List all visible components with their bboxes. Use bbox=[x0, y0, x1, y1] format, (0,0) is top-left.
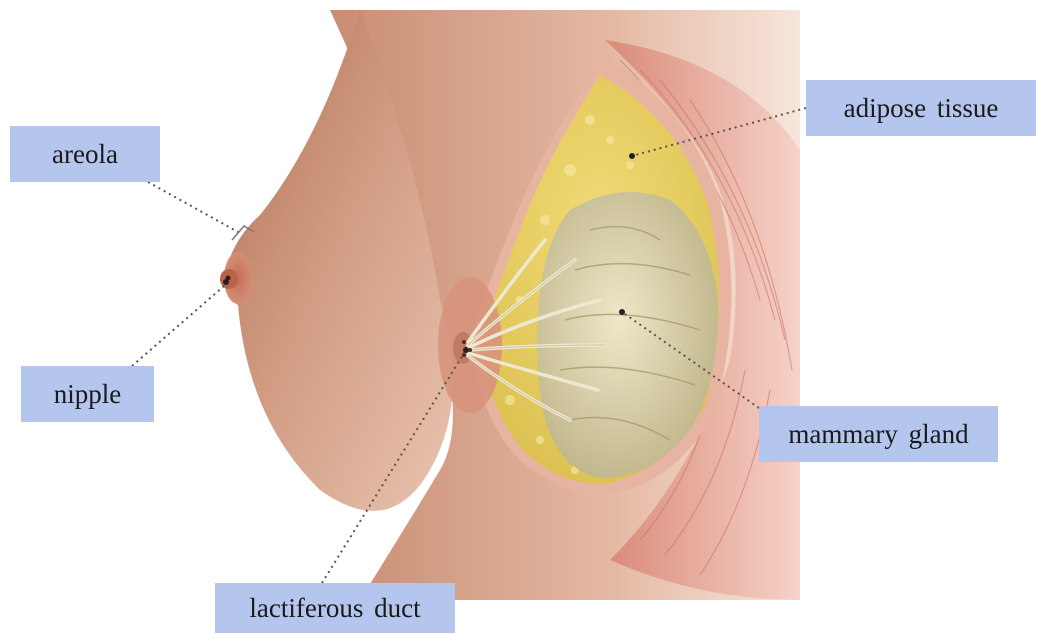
adipose-tissue-label: adipose tissue bbox=[806, 80, 1036, 136]
mammary-gland-label: mammary gland bbox=[759, 406, 998, 462]
nipple-leader bbox=[132, 286, 224, 366]
nipple-label: nipple bbox=[21, 366, 154, 422]
lactiferous-duct-label: lactiferous duct bbox=[215, 583, 455, 633]
areola-label: areola bbox=[10, 126, 160, 182]
areola-leader bbox=[148, 182, 238, 232]
